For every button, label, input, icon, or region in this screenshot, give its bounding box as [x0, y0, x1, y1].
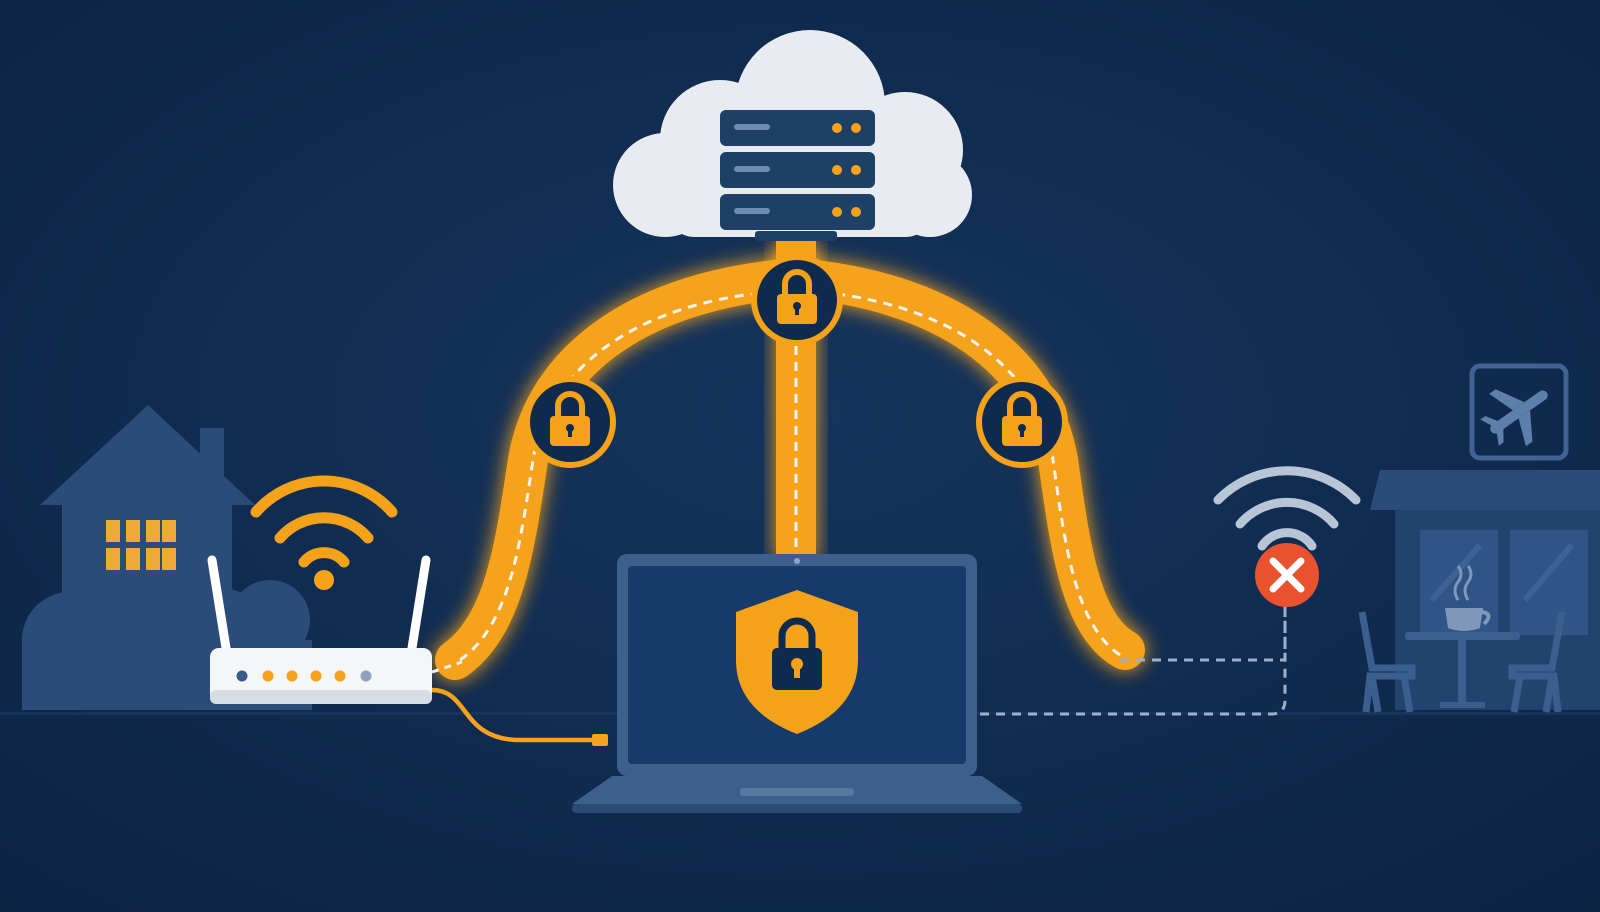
router-to-tunnel-link — [431, 660, 463, 674]
laptop-to-public-wifi-link — [980, 605, 1287, 716]
blocked-icon — [1255, 543, 1319, 607]
lock-icon — [976, 376, 1068, 468]
airplane-icon — [1469, 363, 1569, 461]
wifi-router-icon — [207, 555, 432, 704]
lock-icon — [751, 254, 843, 346]
lock-icon — [524, 376, 616, 468]
public-wifi-icon — [1213, 466, 1361, 551]
house-window — [106, 520, 176, 570]
shield-lock-icon — [736, 590, 858, 734]
ethernet-plug — [592, 734, 608, 746]
server-rack-icon — [720, 110, 875, 241]
wifi-signal-icon — [250, 475, 398, 590]
ethernet-cable — [431, 687, 598, 743]
cafe-icon — [1358, 470, 1600, 713]
coffee-cup-icon — [1445, 565, 1491, 631]
